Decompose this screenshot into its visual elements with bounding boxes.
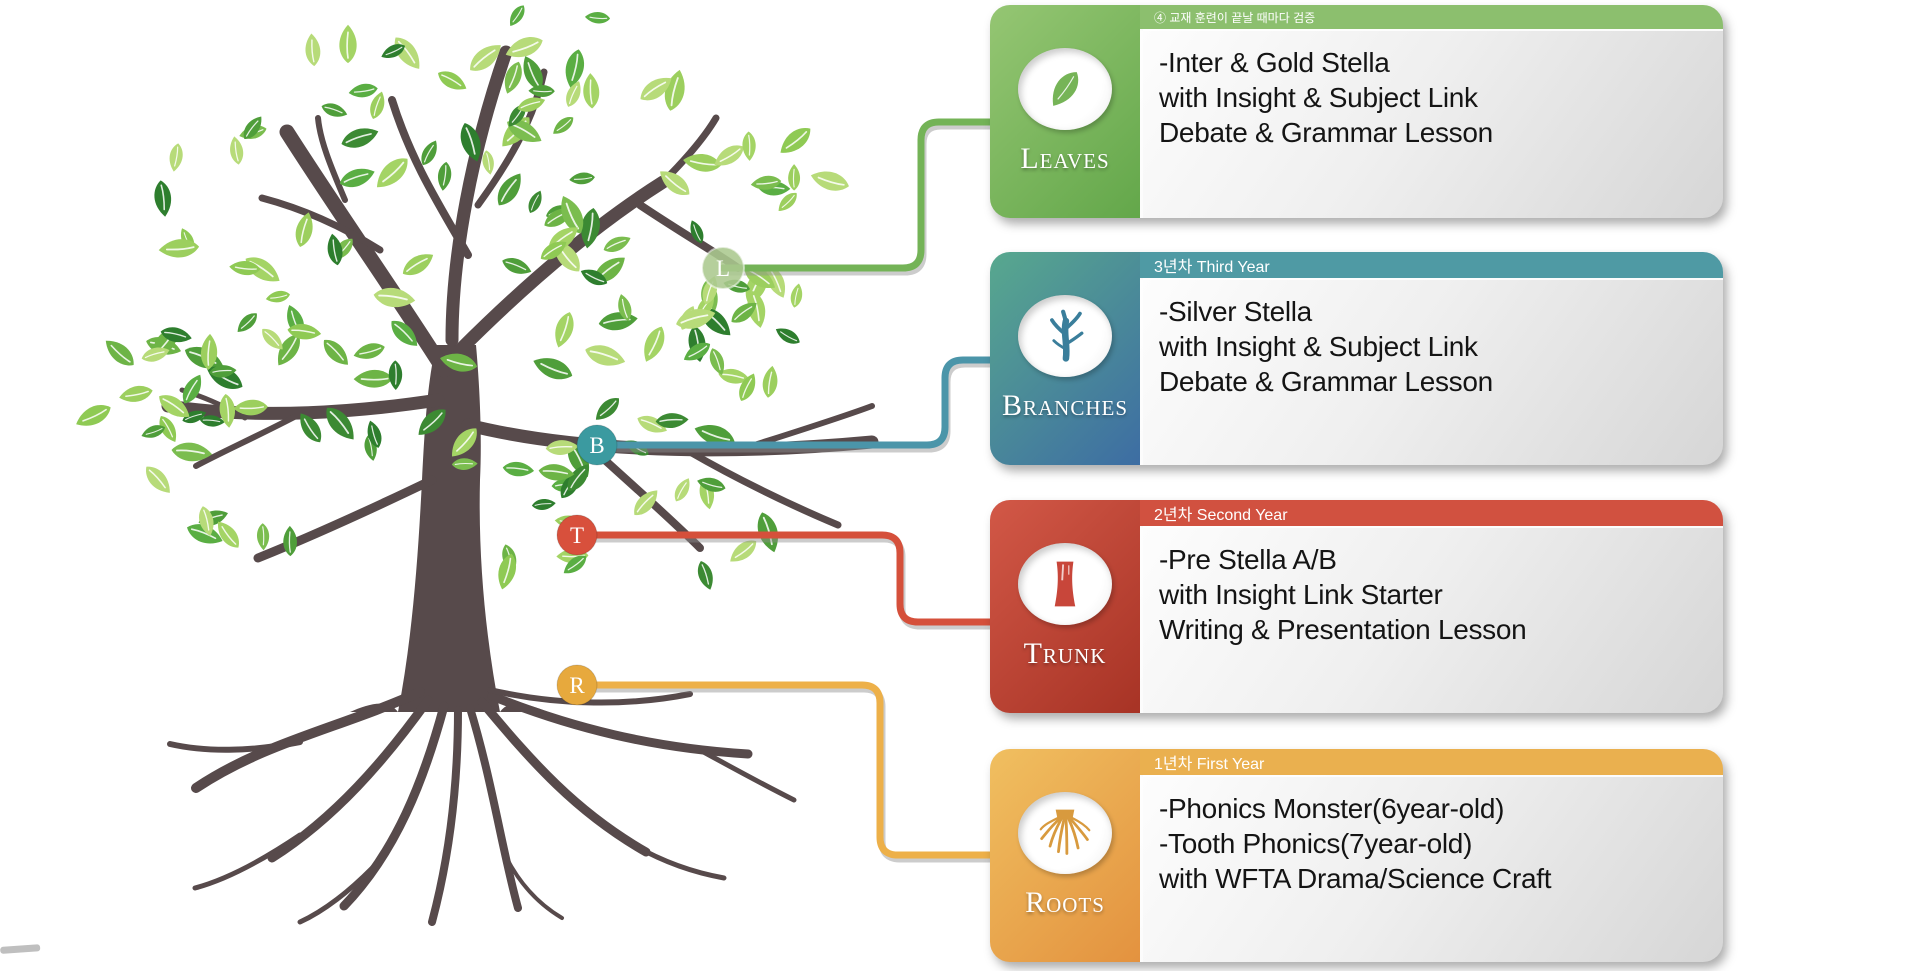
trunk-icon-circle xyxy=(1018,542,1112,625)
connector-branches xyxy=(593,356,998,449)
card-trunk-line-2: with Insight Link Starter xyxy=(1159,579,1443,610)
card-leaves-line-1: -Inter & Gold Stella xyxy=(1159,47,1390,78)
card-trunk-label: Trunk xyxy=(1023,636,1107,670)
card-roots-sidebar: Roots xyxy=(990,749,1140,962)
card-leaves-header-text: ④ 교재 훈련이 끝날 때마다 검증 xyxy=(1154,10,1316,25)
trunk-icon xyxy=(1054,561,1076,606)
card-leaves-label: Leaves xyxy=(1020,141,1110,175)
tree-roots xyxy=(167,687,797,926)
tree-trunk xyxy=(350,345,548,712)
card-trunk-line-3: Writing & Presentation Lesson xyxy=(1159,614,1527,645)
card-branches-line-1: -Silver Stella xyxy=(1159,296,1312,327)
card-leaves-body: -Inter & Gold Stella with Insight & Subj… xyxy=(1140,29,1723,218)
branch-icon-circle xyxy=(1018,294,1112,377)
card-branches-sidebar: Branches xyxy=(990,252,1140,465)
connector-leaves xyxy=(719,118,998,272)
badge-leaves: L xyxy=(701,246,745,290)
card-branches: Branches 3년차 Third Year -Silver Stella w… xyxy=(990,252,1723,465)
connector-lines xyxy=(573,118,1000,863)
card-branches-body: -Silver Stella with Insight & Subject Li… xyxy=(1140,278,1723,465)
card-leaves-sidebar: Leaves xyxy=(990,5,1140,218)
roots-icon-circle xyxy=(1018,791,1112,874)
card-roots-label: Roots xyxy=(1025,885,1105,919)
card-roots-header: 1년차 First Year xyxy=(1140,749,1723,775)
card-branches-line-2: with Insight & Subject Link xyxy=(1159,331,1478,362)
card-roots-line-1: -Phonics Monster(6year-old) xyxy=(1159,793,1505,824)
badge-roots: R xyxy=(556,664,598,706)
card-branches-header: 3년차 Third Year xyxy=(1140,252,1723,278)
card-branches-line-3: Debate & Grammar Lesson xyxy=(1159,366,1493,397)
card-roots: Roots 1년차 First Year -Phonics Monster(6y… xyxy=(990,749,1723,962)
card-trunk: Trunk 2년차 Second Year -Pre Stella A/B wi… xyxy=(990,500,1723,713)
connector-trunk xyxy=(573,531,998,626)
card-trunk-line-1: -Pre Stella A/B xyxy=(1159,544,1337,575)
card-trunk-header-text: 2년차 Second Year xyxy=(1154,507,1288,524)
card-branches-label: Branches xyxy=(1001,388,1129,422)
leaf-icon xyxy=(1052,71,1079,106)
card-leaves-header: ④ 교재 훈련이 끝날 때마다 검증 xyxy=(1140,5,1723,29)
badge-letter-t: T xyxy=(570,523,584,548)
badge-letter-l: L xyxy=(716,256,730,281)
badge-trunk: T xyxy=(556,514,598,556)
card-trunk-body: -Pre Stella A/B with Insight Link Starte… xyxy=(1140,526,1723,713)
card-leaves: Leaves ④ 교재 훈련이 끝날 때마다 검증 -Inter & Gold … xyxy=(990,5,1723,218)
branch-icon xyxy=(1050,309,1084,362)
card-roots-body: -Phonics Monster(6year-old) -Tooth Phoni… xyxy=(1140,775,1723,962)
badge-letter-r: R xyxy=(569,673,585,698)
badge-branches: B xyxy=(576,424,618,466)
card-roots-header-text: 1년차 First Year xyxy=(1154,756,1265,773)
connector-roots xyxy=(573,681,998,859)
card-leaves-line-3: Debate & Grammar Lesson xyxy=(1159,117,1493,148)
card-leaves-line-2: with Insight & Subject Link xyxy=(1159,82,1478,113)
leaf-icon-circle xyxy=(1018,47,1112,130)
card-roots-line-2: -Tooth Phonics(7year-old) xyxy=(1159,828,1473,859)
card-roots-line-3: with WFTA Drama/Science Craft xyxy=(1159,863,1552,894)
badge-letter-b: B xyxy=(589,433,604,458)
roots-icon xyxy=(1039,809,1091,855)
card-branches-header-text: 3년차 Third Year xyxy=(1154,259,1270,276)
card-trunk-sidebar: Trunk xyxy=(990,500,1140,713)
gray-dash xyxy=(0,944,41,954)
card-trunk-header: 2년차 Second Year xyxy=(1140,500,1723,526)
